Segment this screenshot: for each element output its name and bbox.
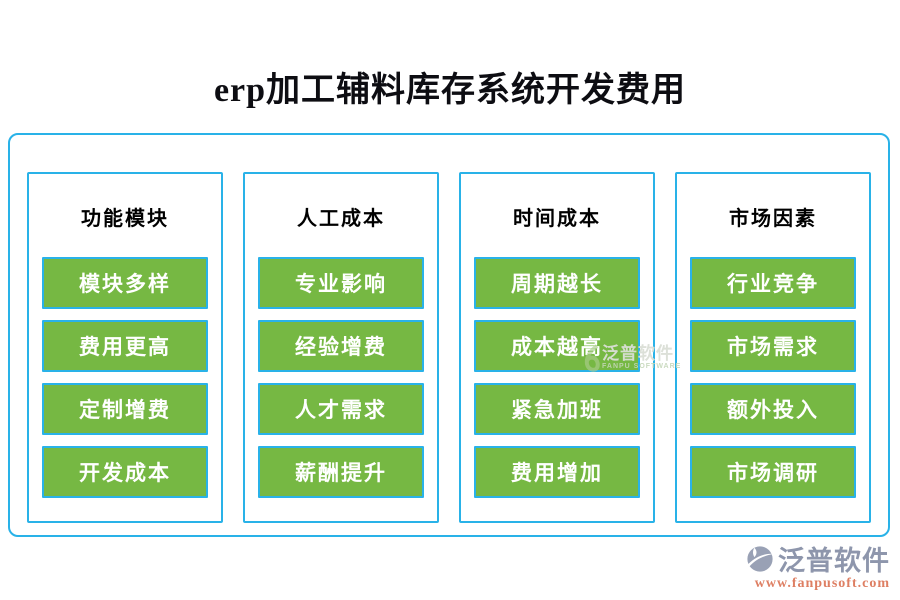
item-button[interactable]: 开发成本 <box>42 446 208 498</box>
column-header: 时间成本 <box>513 208 601 230</box>
button-group: 模块多样 费用更高 定制增费 开发成本 <box>42 257 208 498</box>
page-title: erp加工辅料库存系统开发费用 <box>213 72 687 109</box>
item-button[interactable]: 模块多样 <box>42 257 208 309</box>
item-button[interactable]: 周期越长 <box>474 257 640 309</box>
button-group: 周期越长 成本越高 紧急加班 费用增加 <box>474 257 640 498</box>
fanpu-logo-icon <box>745 545 775 578</box>
logo-name: 泛普软件 <box>778 545 890 576</box>
column-header: 功能模块 <box>81 208 169 230</box>
item-button[interactable]: 额外投入 <box>690 383 856 435</box>
logo-row: 泛普软件 <box>745 543 890 578</box>
item-button[interactable]: 市场调研 <box>690 446 856 498</box>
column-time-cost: 时间成本 周期越长 成本越高 紧急加班 费用增加 <box>459 172 655 523</box>
column-market-factors: 市场因素 行业竞争 市场需求 额外投入 市场调研 <box>675 172 871 523</box>
column-header: 市场因素 <box>729 208 817 230</box>
item-button[interactable]: 市场需求 <box>690 320 856 372</box>
item-button[interactable]: 费用增加 <box>474 446 640 498</box>
item-button[interactable]: 费用更高 <box>42 320 208 372</box>
item-button[interactable]: 经验增费 <box>258 320 424 372</box>
item-button[interactable]: 成本越高 <box>474 320 640 372</box>
item-button[interactable]: 薪酬提升 <box>258 446 424 498</box>
button-group: 专业影响 经验增费 人才需求 薪酬提升 <box>258 257 424 498</box>
main-panel: 功能模块 模块多样 费用更高 定制增费 开发成本 人工成本 专业影响 经验增费 … <box>8 133 890 537</box>
button-group: 行业竞争 市场需求 额外投入 市场调研 <box>690 257 856 498</box>
item-button[interactable]: 行业竞争 <box>690 257 856 309</box>
column-labor-cost: 人工成本 专业影响 经验增费 人才需求 薪酬提升 <box>243 172 439 523</box>
logo-url[interactable]: www.fanpusoft.com <box>754 576 890 591</box>
column-function-modules: 功能模块 模块多样 费用更高 定制增费 开发成本 <box>27 172 223 523</box>
item-button[interactable]: 紧急加班 <box>474 383 640 435</box>
item-button[interactable]: 专业影响 <box>258 257 424 309</box>
fanpu-footer-logo[interactable]: 泛普软件 www.fanpusoft.com <box>745 543 890 592</box>
item-button[interactable]: 人才需求 <box>258 383 424 435</box>
item-button[interactable]: 定制增费 <box>42 383 208 435</box>
column-header: 人工成本 <box>297 208 385 230</box>
